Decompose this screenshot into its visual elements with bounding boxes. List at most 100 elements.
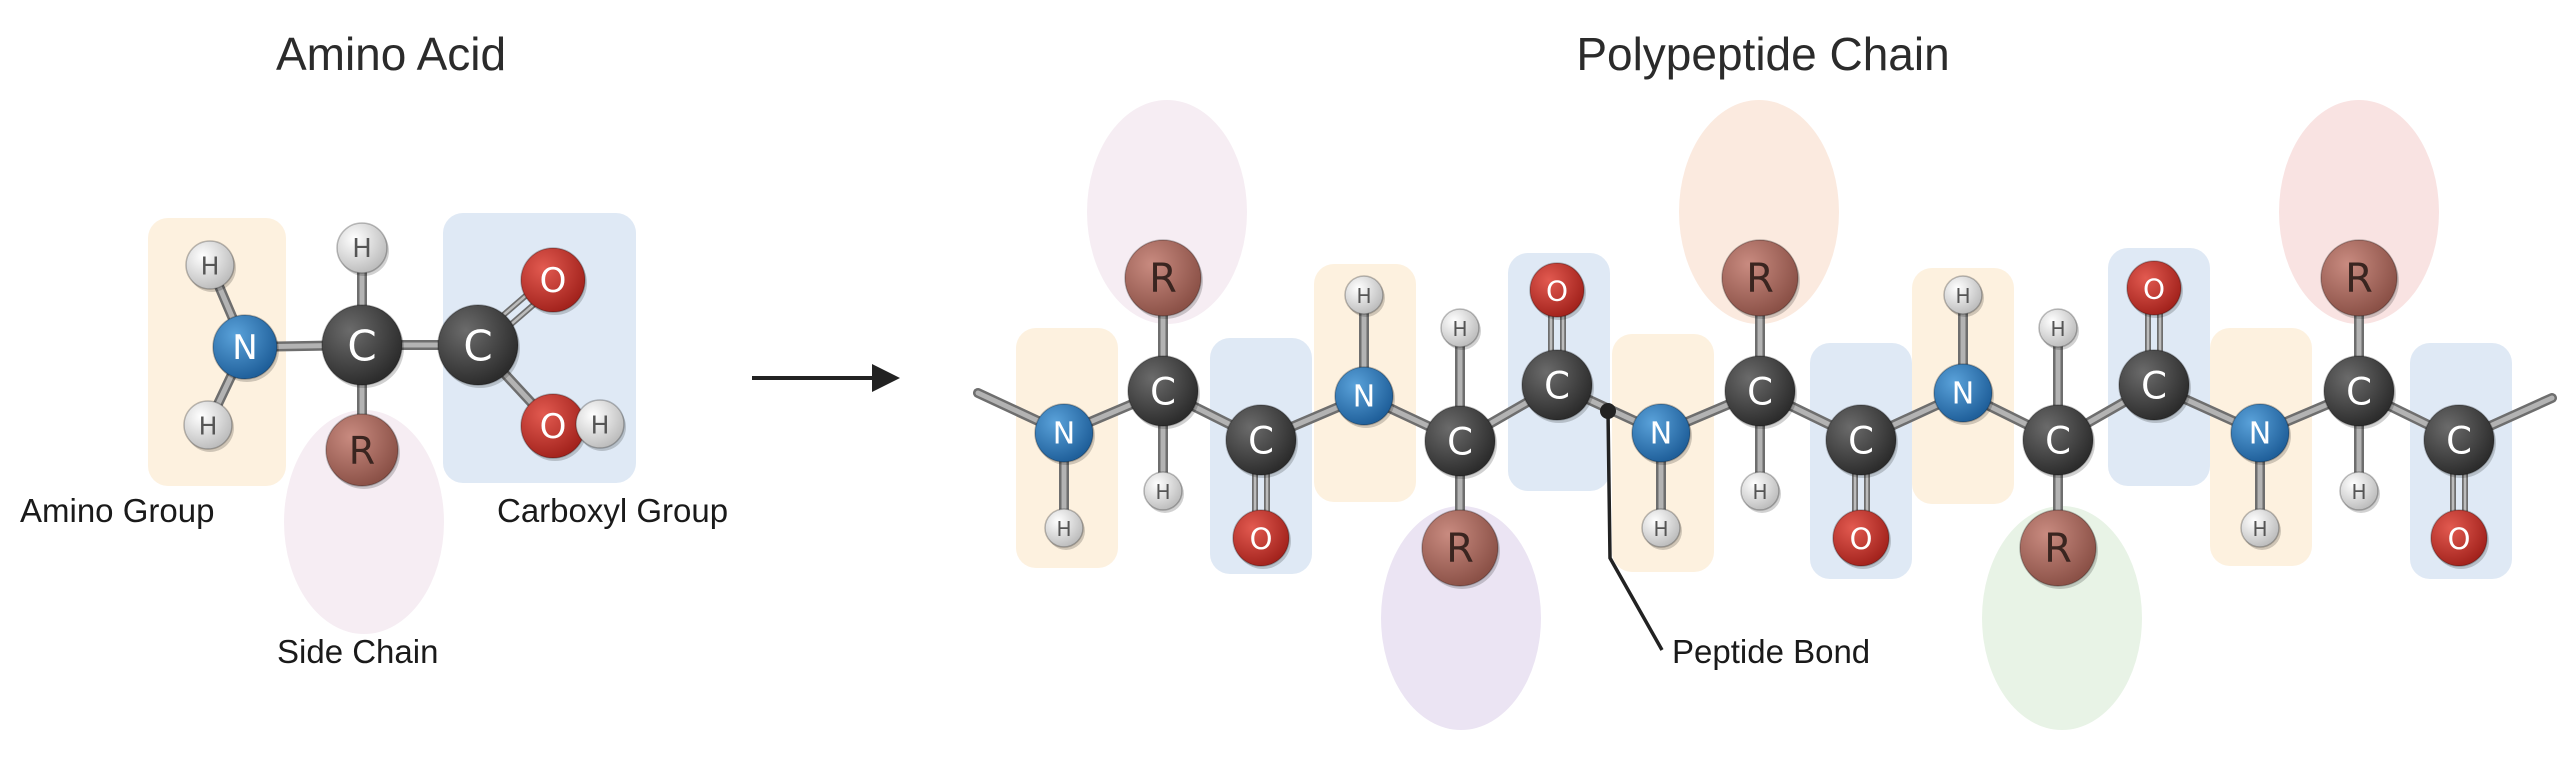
hydrogen-atom: H <box>2240 508 2281 550</box>
carbon-atom: C <box>2323 355 2396 429</box>
svg-text:H: H <box>1955 284 1970 308</box>
nitrogen-atom: N <box>1334 366 1395 428</box>
peptide-bond-label: Peptide Bond <box>1672 633 1870 670</box>
svg-text:O: O <box>540 407 567 447</box>
svg-text:H: H <box>2252 517 2267 541</box>
svg-text:O: O <box>1250 522 1273 556</box>
oxygen-atom: O <box>1832 509 1891 569</box>
svg-text:C: C <box>2346 371 2372 414</box>
carbon-atom: C <box>1127 355 1200 429</box>
svg-text:H: H <box>352 234 372 264</box>
oxygen-atom: O <box>520 247 587 315</box>
side-chain-highlight <box>1982 506 2142 730</box>
hydrogen-atom: H <box>1641 508 1682 550</box>
amino-acid-title: Amino Acid <box>276 28 506 80</box>
svg-text:H: H <box>2050 317 2065 341</box>
side-group-atom: R <box>1421 509 1500 589</box>
svg-text:O: O <box>540 261 567 301</box>
svg-text:C: C <box>1544 365 1570 408</box>
oxygen-atom: O <box>520 393 587 461</box>
hydrogen-atom: H <box>575 399 626 451</box>
hydrogen-atom: H <box>336 222 389 276</box>
hydrogen-atom: H <box>2339 471 2380 513</box>
svg-text:C: C <box>1150 371 1176 414</box>
svg-text:C: C <box>2141 365 2167 408</box>
side-group-atom: R <box>2019 509 2098 589</box>
svg-text:N: N <box>1650 417 1672 452</box>
svg-text:H: H <box>1452 317 1467 341</box>
arrow-right-icon <box>872 364 900 392</box>
svg-text:C: C <box>2446 420 2472 463</box>
oxygen-atom: O <box>2126 260 2183 318</box>
side-group-atom: R <box>1124 239 1203 319</box>
svg-text:O: O <box>1850 522 1873 556</box>
side-chain-highlight <box>284 410 444 634</box>
svg-text:N: N <box>1952 377 1974 412</box>
nitrogen-atom: N <box>2230 403 2291 465</box>
svg-text:R: R <box>2345 256 2373 302</box>
side-group-atom: R <box>1721 239 1800 319</box>
carbon-atom: C <box>2022 404 2095 478</box>
hydrogen-atom: H <box>183 400 234 452</box>
svg-text:C: C <box>1747 371 1773 414</box>
svg-text:H: H <box>1056 517 1071 541</box>
svg-text:C: C <box>1248 420 1274 463</box>
oxygen-atom: O <box>1529 262 1586 320</box>
svg-text:O: O <box>2448 522 2471 556</box>
svg-text:O: O <box>1546 275 1568 308</box>
nitrogen-atom: N <box>212 314 279 382</box>
peptide-bond-leader <box>1606 410 1664 651</box>
hydrogen-atom: H <box>1143 471 1184 513</box>
svg-text:C: C <box>463 322 492 371</box>
hydrogen-atom: H <box>1044 508 1085 550</box>
nitrogen-atom: N <box>1034 403 1095 465</box>
carbon-atom: C <box>321 304 404 388</box>
carbon-atom: C <box>437 304 520 388</box>
nitrogen-atom: N <box>1631 403 1692 465</box>
side-group-atom: R <box>2320 239 2399 319</box>
hydrogen-atom: H <box>185 240 236 292</box>
carbon-atom: C <box>1424 405 1497 479</box>
side-group-atom: R <box>325 413 400 489</box>
svg-text:R: R <box>1149 256 1177 302</box>
svg-text:C: C <box>2045 420 2071 463</box>
svg-text:R: R <box>2044 526 2072 572</box>
hydrogen-atom: H <box>1344 275 1385 317</box>
svg-text:O: O <box>2143 273 2165 306</box>
carbon-atom: C <box>1521 349 1594 423</box>
svg-text:C: C <box>1447 421 1473 464</box>
svg-text:R: R <box>349 429 375 473</box>
carbon-atom: C <box>2423 404 2496 478</box>
hydrogen-atom: H <box>1943 275 1984 317</box>
svg-text:N: N <box>232 328 257 368</box>
hydrogen-atom: H <box>2038 308 2079 350</box>
svg-text:N: N <box>1353 380 1375 415</box>
svg-text:H: H <box>2351 480 2366 504</box>
svg-text:H: H <box>199 412 218 441</box>
carbon-atom: C <box>1724 355 1797 429</box>
svg-text:R: R <box>1446 526 1474 572</box>
side-chain-highlight <box>1679 100 1839 324</box>
side-chain-label: Side Chain <box>277 633 438 670</box>
peptide-bond-marker <box>1600 403 1616 419</box>
carboxyl-group-label: Carboxyl Group <box>497 492 728 529</box>
svg-text:H: H <box>1155 480 1170 504</box>
svg-text:C: C <box>347 322 376 371</box>
svg-text:H: H <box>1653 517 1668 541</box>
svg-text:H: H <box>201 252 220 281</box>
carbon-atom: C <box>2118 349 2191 423</box>
carbon-atom: C <box>1225 404 1298 478</box>
svg-text:H: H <box>591 411 610 440</box>
polypeptide-chain-title: Polypeptide Chain <box>1576 28 1949 80</box>
oxygen-atom: O <box>1232 509 1291 569</box>
hydrogen-atom: H <box>1440 308 1481 350</box>
carbon-atom: C <box>1825 404 1898 478</box>
svg-text:N: N <box>1053 417 1075 452</box>
svg-text:C: C <box>1848 420 1874 463</box>
svg-text:H: H <box>1752 480 1767 504</box>
side-chain-highlight <box>1381 506 1541 730</box>
svg-text:N: N <box>2249 417 2271 452</box>
svg-text:R: R <box>1746 256 1774 302</box>
